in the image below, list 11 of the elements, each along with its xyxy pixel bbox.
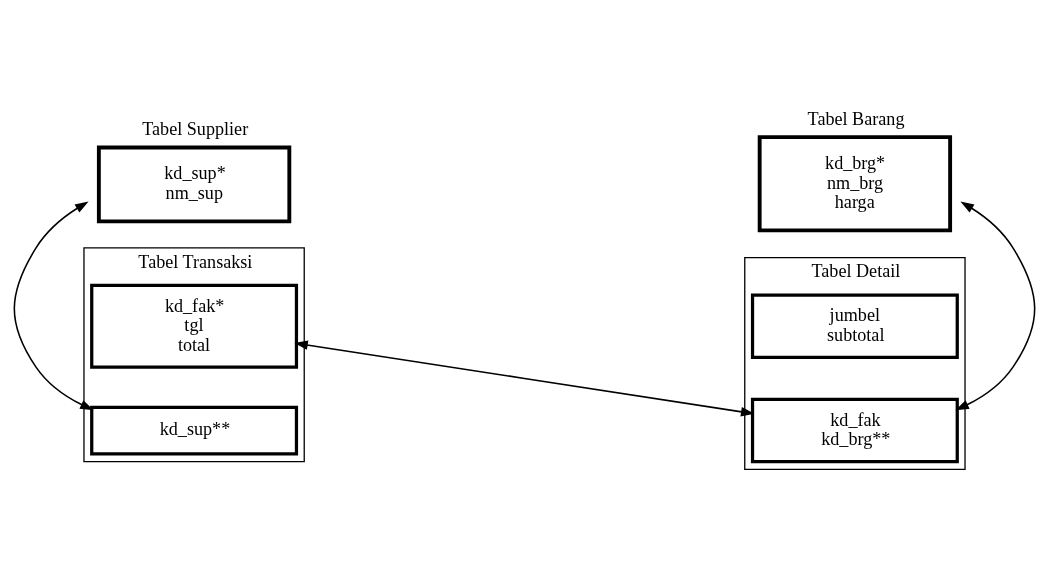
arrow (955, 201, 1036, 411)
node-box: kd_brg* nm_brg harga (757, 135, 953, 233)
node-box: kd_sup** (90, 405, 299, 456)
arrow (294, 340, 755, 417)
node-label: Tabel Barang (807, 109, 905, 130)
node-box: kd_fak kd_brg** (750, 397, 959, 464)
node-box: kd_sup* nm_sup (96, 145, 292, 224)
arrow (13, 201, 94, 411)
node-label: Tabel Supplier (142, 119, 249, 140)
node-box: jumbel subtotal (750, 293, 959, 359)
node-box: kd_fak* tgl total (90, 283, 299, 369)
